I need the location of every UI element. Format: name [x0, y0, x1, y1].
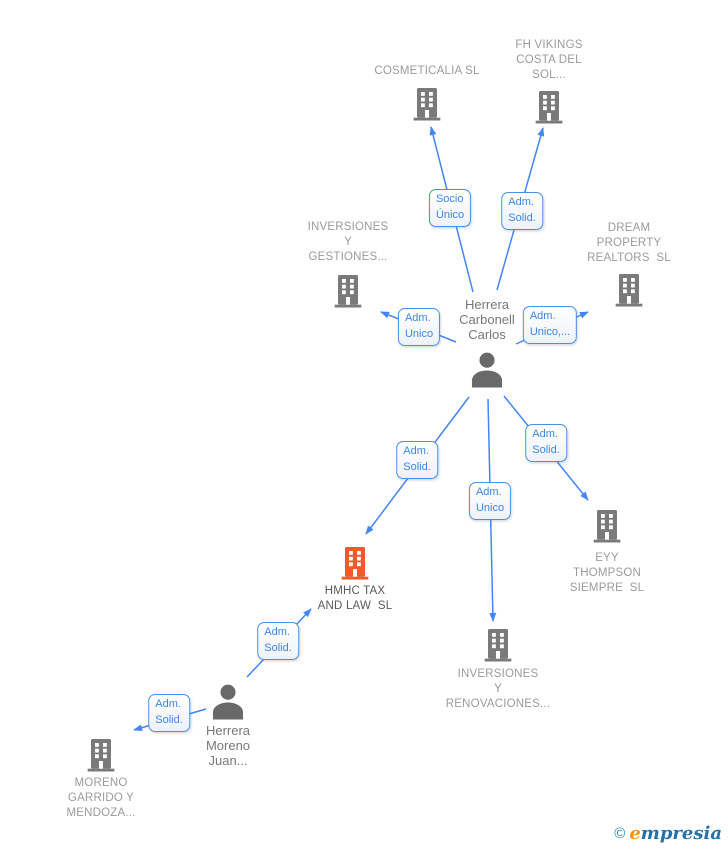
edge-label-adm-solid-moreno-garrido[interactable]: Adm. Solid. [148, 694, 190, 732]
building-icon [418, 625, 578, 665]
edge-label-adm-solid-moreno-hmhc[interactable]: Adm. Solid. [257, 622, 299, 660]
company-label: INVERSIONES Y GESTIONES... [307, 221, 389, 263]
building-icon [469, 87, 629, 127]
node-fh-vikings[interactable]: FH VIKINGS COSTA DEL SOL... [469, 38, 629, 127]
brand-name-rest: mpresia [640, 823, 722, 844]
person-label: Herrera Carbonell Carlos [459, 297, 515, 342]
edge-label-adm-solid-fh[interactable]: Adm. Solid. [501, 192, 543, 230]
company-label: DREAM PROPERTY REALTORS SL [587, 222, 671, 264]
person-label: Herrera Moreno Juan... [205, 723, 251, 768]
company-label: INVERSIONES Y RENOVACIONES... [445, 668, 551, 710]
company-label: EYY THOMPSON SIEMPRE SL [569, 552, 645, 594]
node-eyy-thompson[interactable]: EYY THOMPSON SIEMPRE SL [527, 506, 687, 596]
company-label: HMHC TAX AND LAW SL [317, 585, 393, 612]
building-icon-highlighted [275, 543, 435, 583]
company-label: COSMETICALIA SL [374, 65, 480, 77]
building-icon [549, 270, 709, 310]
node-moreno-garrido[interactable]: MORENO GARRIDO Y MENDOZA... [21, 735, 181, 821]
person-icon [148, 681, 308, 723]
edge-label-adm-solid-hmhc[interactable]: Adm. Solid. [396, 441, 438, 479]
node-herrera-moreno[interactable]: Herrera Moreno Juan... [148, 681, 308, 768]
node-herrera-carbonell[interactable]: Herrera Carbonell Carlos [407, 297, 567, 391]
building-icon [268, 271, 428, 311]
edge-label-adm-unico-dream[interactable]: Adm. Unico,... [522, 306, 578, 344]
building-icon [527, 506, 687, 546]
brand-letter-e: e [629, 823, 641, 844]
company-label: FH VIKINGS COSTA DEL SOL... [515, 39, 583, 81]
edge-label-socio-unico[interactable]: Socio Único [428, 189, 472, 227]
empresia-logo[interactable]: ©empresia [614, 823, 722, 845]
building-icon [347, 84, 507, 124]
building-icon [21, 735, 181, 775]
edge-label-adm-unico-renovaciones[interactable]: Adm. Unico [468, 482, 512, 520]
edge-label-adm-solid-eyy[interactable]: Adm. Solid. [525, 424, 567, 462]
edge-label-adm-unico-gestiones[interactable]: Adm. Unico [397, 308, 441, 346]
node-cosmeticalia[interactable]: COSMETICALIA SL [347, 64, 507, 124]
copyright-icon: © [614, 825, 626, 842]
node-inversiones-renovaciones[interactable]: INVERSIONES Y RENOVACIONES... [418, 625, 578, 712]
node-dream-property[interactable]: DREAM PROPERTY REALTORS SL [549, 221, 709, 310]
node-inversiones-gestiones[interactable]: INVERSIONES Y GESTIONES... [268, 220, 428, 311]
person-icon [407, 349, 567, 391]
company-label: MORENO GARRIDO Y MENDOZA... [66, 777, 136, 819]
node-hmhc-highlighted[interactable]: HMHC TAX AND LAW SL [275, 543, 435, 614]
